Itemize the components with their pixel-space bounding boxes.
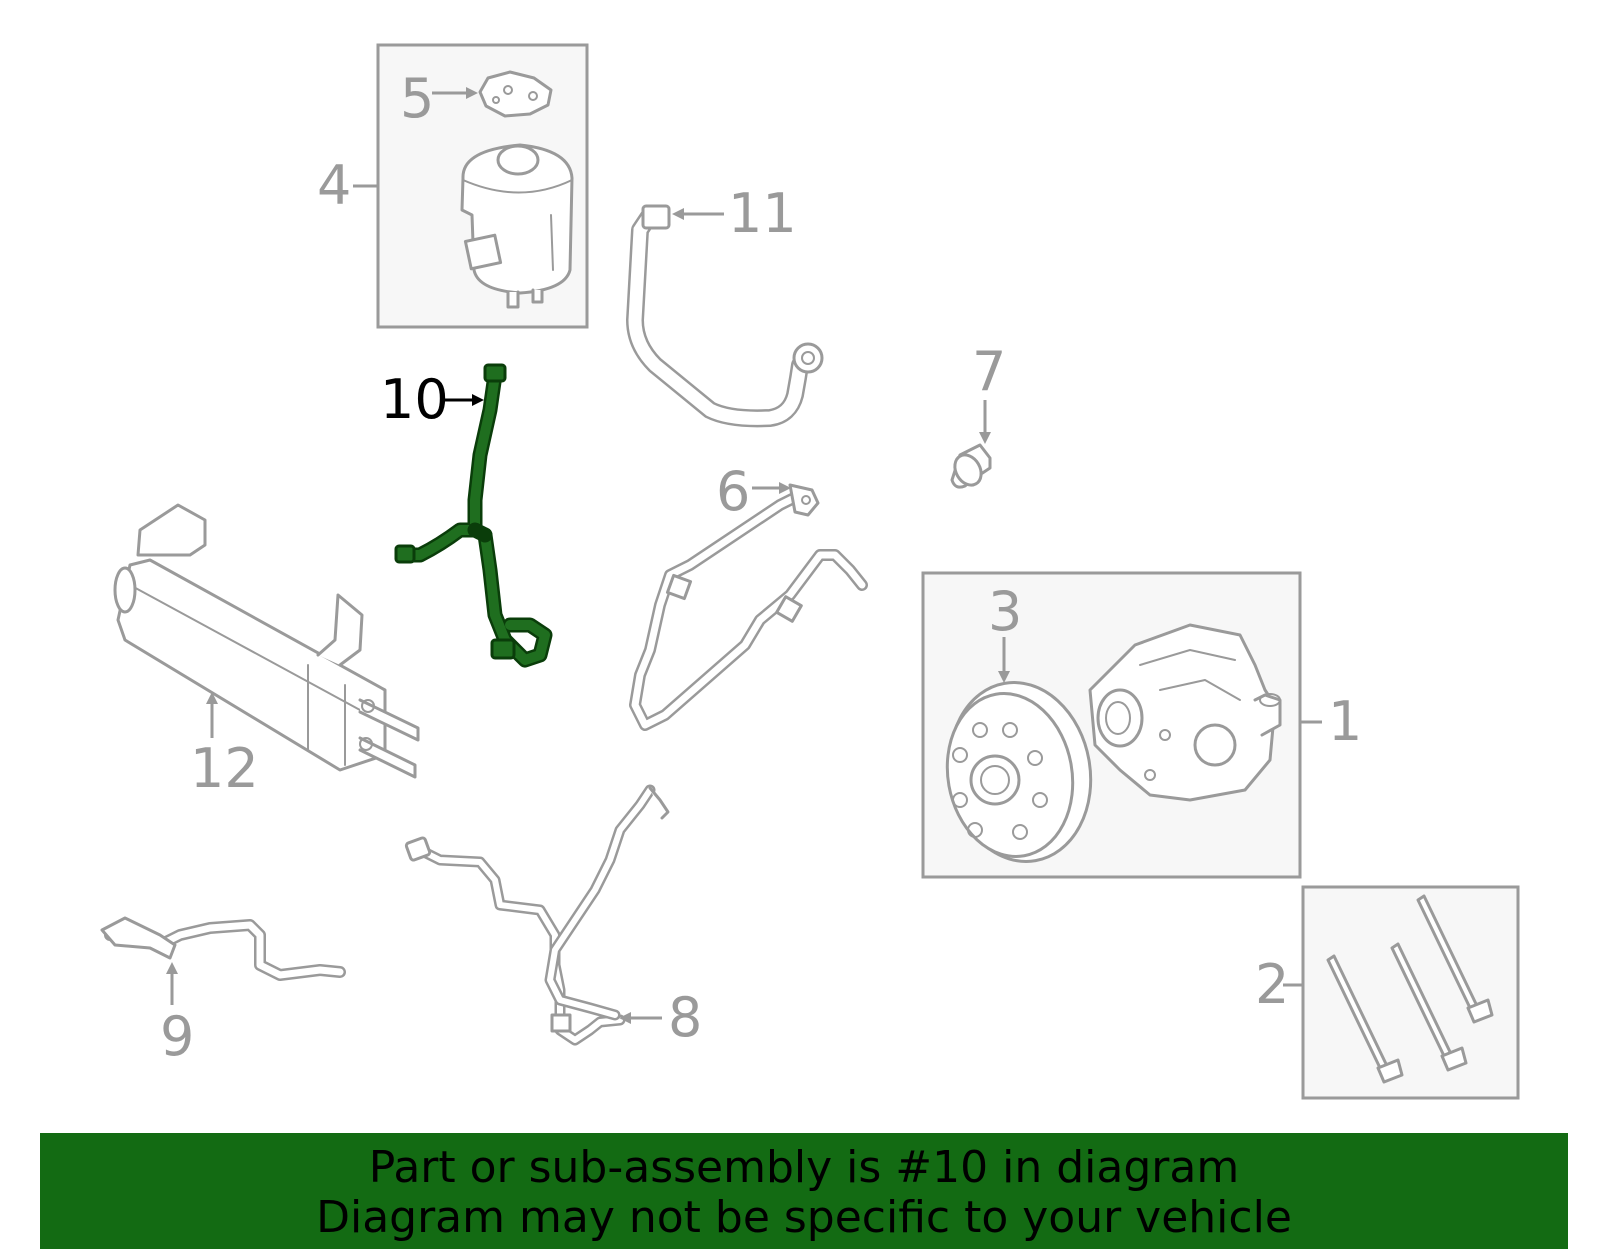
arrow-3 (998, 671, 1010, 683)
info-banner: Part or sub-assembly is #10 in diagram D… (40, 1133, 1568, 1249)
reservoir-part[interactable] (460, 143, 574, 309)
arrow-9 (166, 962, 178, 974)
arrow-8 (619, 1012, 631, 1024)
line-8-part[interactable] (404, 784, 670, 1046)
arrow-10 (472, 394, 484, 406)
callout-6: 6 (716, 460, 750, 523)
arrow-11 (672, 208, 684, 220)
callout-5: 5 (400, 67, 434, 130)
hose-10-part[interactable] (394, 363, 553, 668)
callout-4: 4 (317, 154, 351, 217)
callout-8: 8 (668, 986, 702, 1049)
banner-line-2: Diagram may not be specific to your vehi… (316, 1192, 1292, 1243)
callout-1: 1 (1328, 690, 1362, 753)
pump-part[interactable] (1088, 623, 1282, 802)
cooler-12-part[interactable] (113, 503, 420, 779)
arrow-7 (979, 432, 991, 444)
arrow-6 (779, 482, 791, 494)
banner-line-1: Part or sub-assembly is #10 in diagram (368, 1142, 1240, 1193)
line-6-part[interactable] (629, 483, 868, 731)
callout-3: 3 (988, 580, 1022, 643)
pulley-part[interactable] (935, 671, 1105, 873)
hose-11-part[interactable] (626, 204, 824, 428)
callout-11: 11 (728, 182, 797, 245)
plug-7-part[interactable] (950, 443, 992, 490)
bolts-group: 2 (1255, 885, 1520, 1100)
callout-9: 9 (160, 1005, 194, 1068)
arrow-12 (206, 692, 218, 704)
reservoir-group: 5 4 (317, 43, 589, 329)
bolts-part[interactable] (1326, 894, 1494, 1084)
callout-10: 10 (380, 368, 449, 431)
callout-7: 7 (972, 340, 1006, 403)
reservoir-cap-part[interactable] (478, 70, 553, 118)
bolts-box (1301, 885, 1520, 1100)
hose-9-part[interactable] (100, 916, 346, 981)
pump-group: 3 1 (921, 571, 1362, 879)
callout-12: 12 (190, 737, 259, 800)
arrow-5 (466, 87, 478, 99)
